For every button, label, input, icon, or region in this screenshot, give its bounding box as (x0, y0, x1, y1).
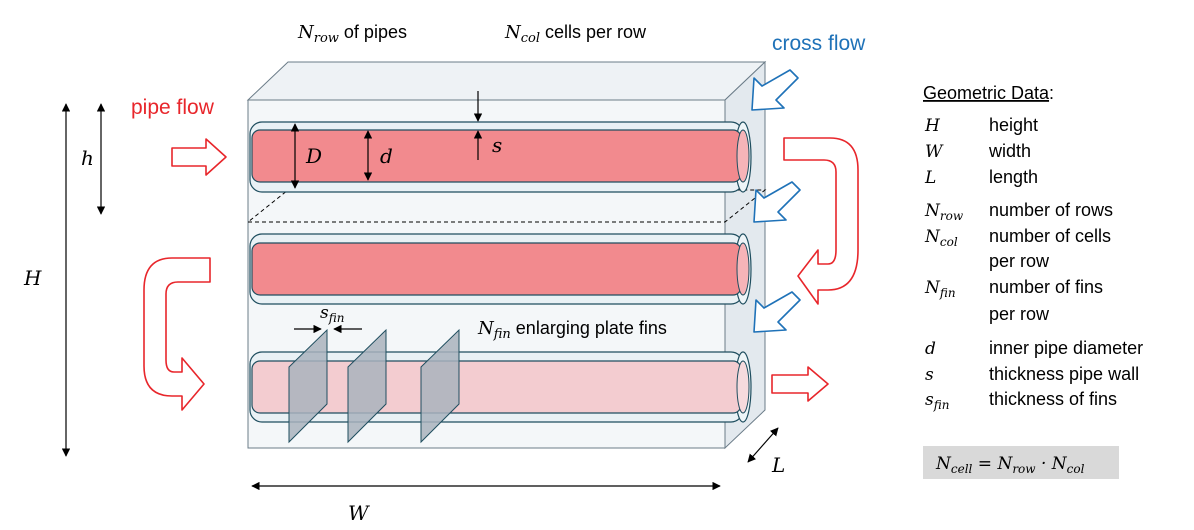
ncol-label: Ncol cells per row (504, 22, 647, 46)
dimension-arrows (61, 91, 779, 491)
legend-symbol: W (925, 142, 944, 162)
L-arrow (747, 427, 779, 463)
L-label: L (771, 453, 785, 477)
legend-description: per row (989, 304, 1050, 324)
legend-description: width (988, 141, 1031, 161)
fin-1 (288, 328, 328, 444)
legend-description: length (989, 167, 1038, 187)
fin-2 (347, 328, 387, 444)
H-label: H (23, 266, 42, 290)
legend-description: number of fins (989, 277, 1103, 297)
legend-description: thickness pipe wall (989, 364, 1139, 384)
legend-description: height (989, 115, 1038, 135)
cross-flow-arrows (751, 69, 801, 333)
legend-symbol: Nrow (924, 201, 964, 223)
legend-symbol: Ncol (924, 227, 958, 249)
legend-symbol: s (925, 365, 934, 385)
legend-description: number of cells (989, 226, 1111, 246)
legend-description: per row (989, 251, 1050, 271)
legend-title: Geometric Data: (923, 83, 1054, 103)
s-label: s (492, 133, 502, 157)
pipe-flow-arrows (143, 137, 859, 411)
pipe-flow-turn-left (143, 257, 211, 411)
pipe-row-2 (249, 233, 752, 305)
pipe-flow-in-arrow (171, 138, 227, 176)
pipe-flow-out-arrow (771, 366, 829, 402)
nrow-label: Nrow of pipes (297, 22, 407, 46)
legend-description: thickness of fins (989, 389, 1117, 409)
formula-text: Ncell = Nrow · Ncol (935, 454, 1085, 476)
D-label: D (305, 144, 322, 168)
nfin-label: Nfin enlarging plate fins (477, 318, 667, 342)
fin-3 (420, 328, 460, 444)
h-label: h (81, 146, 94, 170)
formula-box (923, 446, 1119, 479)
legend-description: number of rows (989, 200, 1113, 220)
legend-symbol: L (924, 168, 936, 188)
d-label: d (380, 144, 393, 168)
pipe-flow-turn-right (783, 137, 859, 305)
legend-symbol: d (925, 339, 936, 359)
legend-symbol: sfin (925, 390, 949, 412)
legend-symbol: Nfin (924, 278, 956, 300)
row-divider-plane (246, 189, 767, 223)
cross-flow-arrow-1 (751, 69, 799, 111)
cross-flow-arrow-3 (753, 291, 801, 333)
box-top-face (246, 61, 767, 101)
ncell-formula: Ncell = Nrow · Ncol (923, 446, 1119, 479)
cross-flow-arrow-2 (753, 181, 801, 223)
pipe-flow-label: pipe flow (131, 96, 215, 119)
plate-fins (288, 328, 460, 444)
cross-flow-label: cross flow (772, 32, 866, 55)
legend-description: inner pipe diameter (989, 338, 1143, 358)
sfin-label: sfin (320, 303, 344, 325)
pipe-row-1 (249, 121, 752, 193)
legend-symbol: H (924, 116, 941, 136)
W-label: W (348, 501, 370, 525)
